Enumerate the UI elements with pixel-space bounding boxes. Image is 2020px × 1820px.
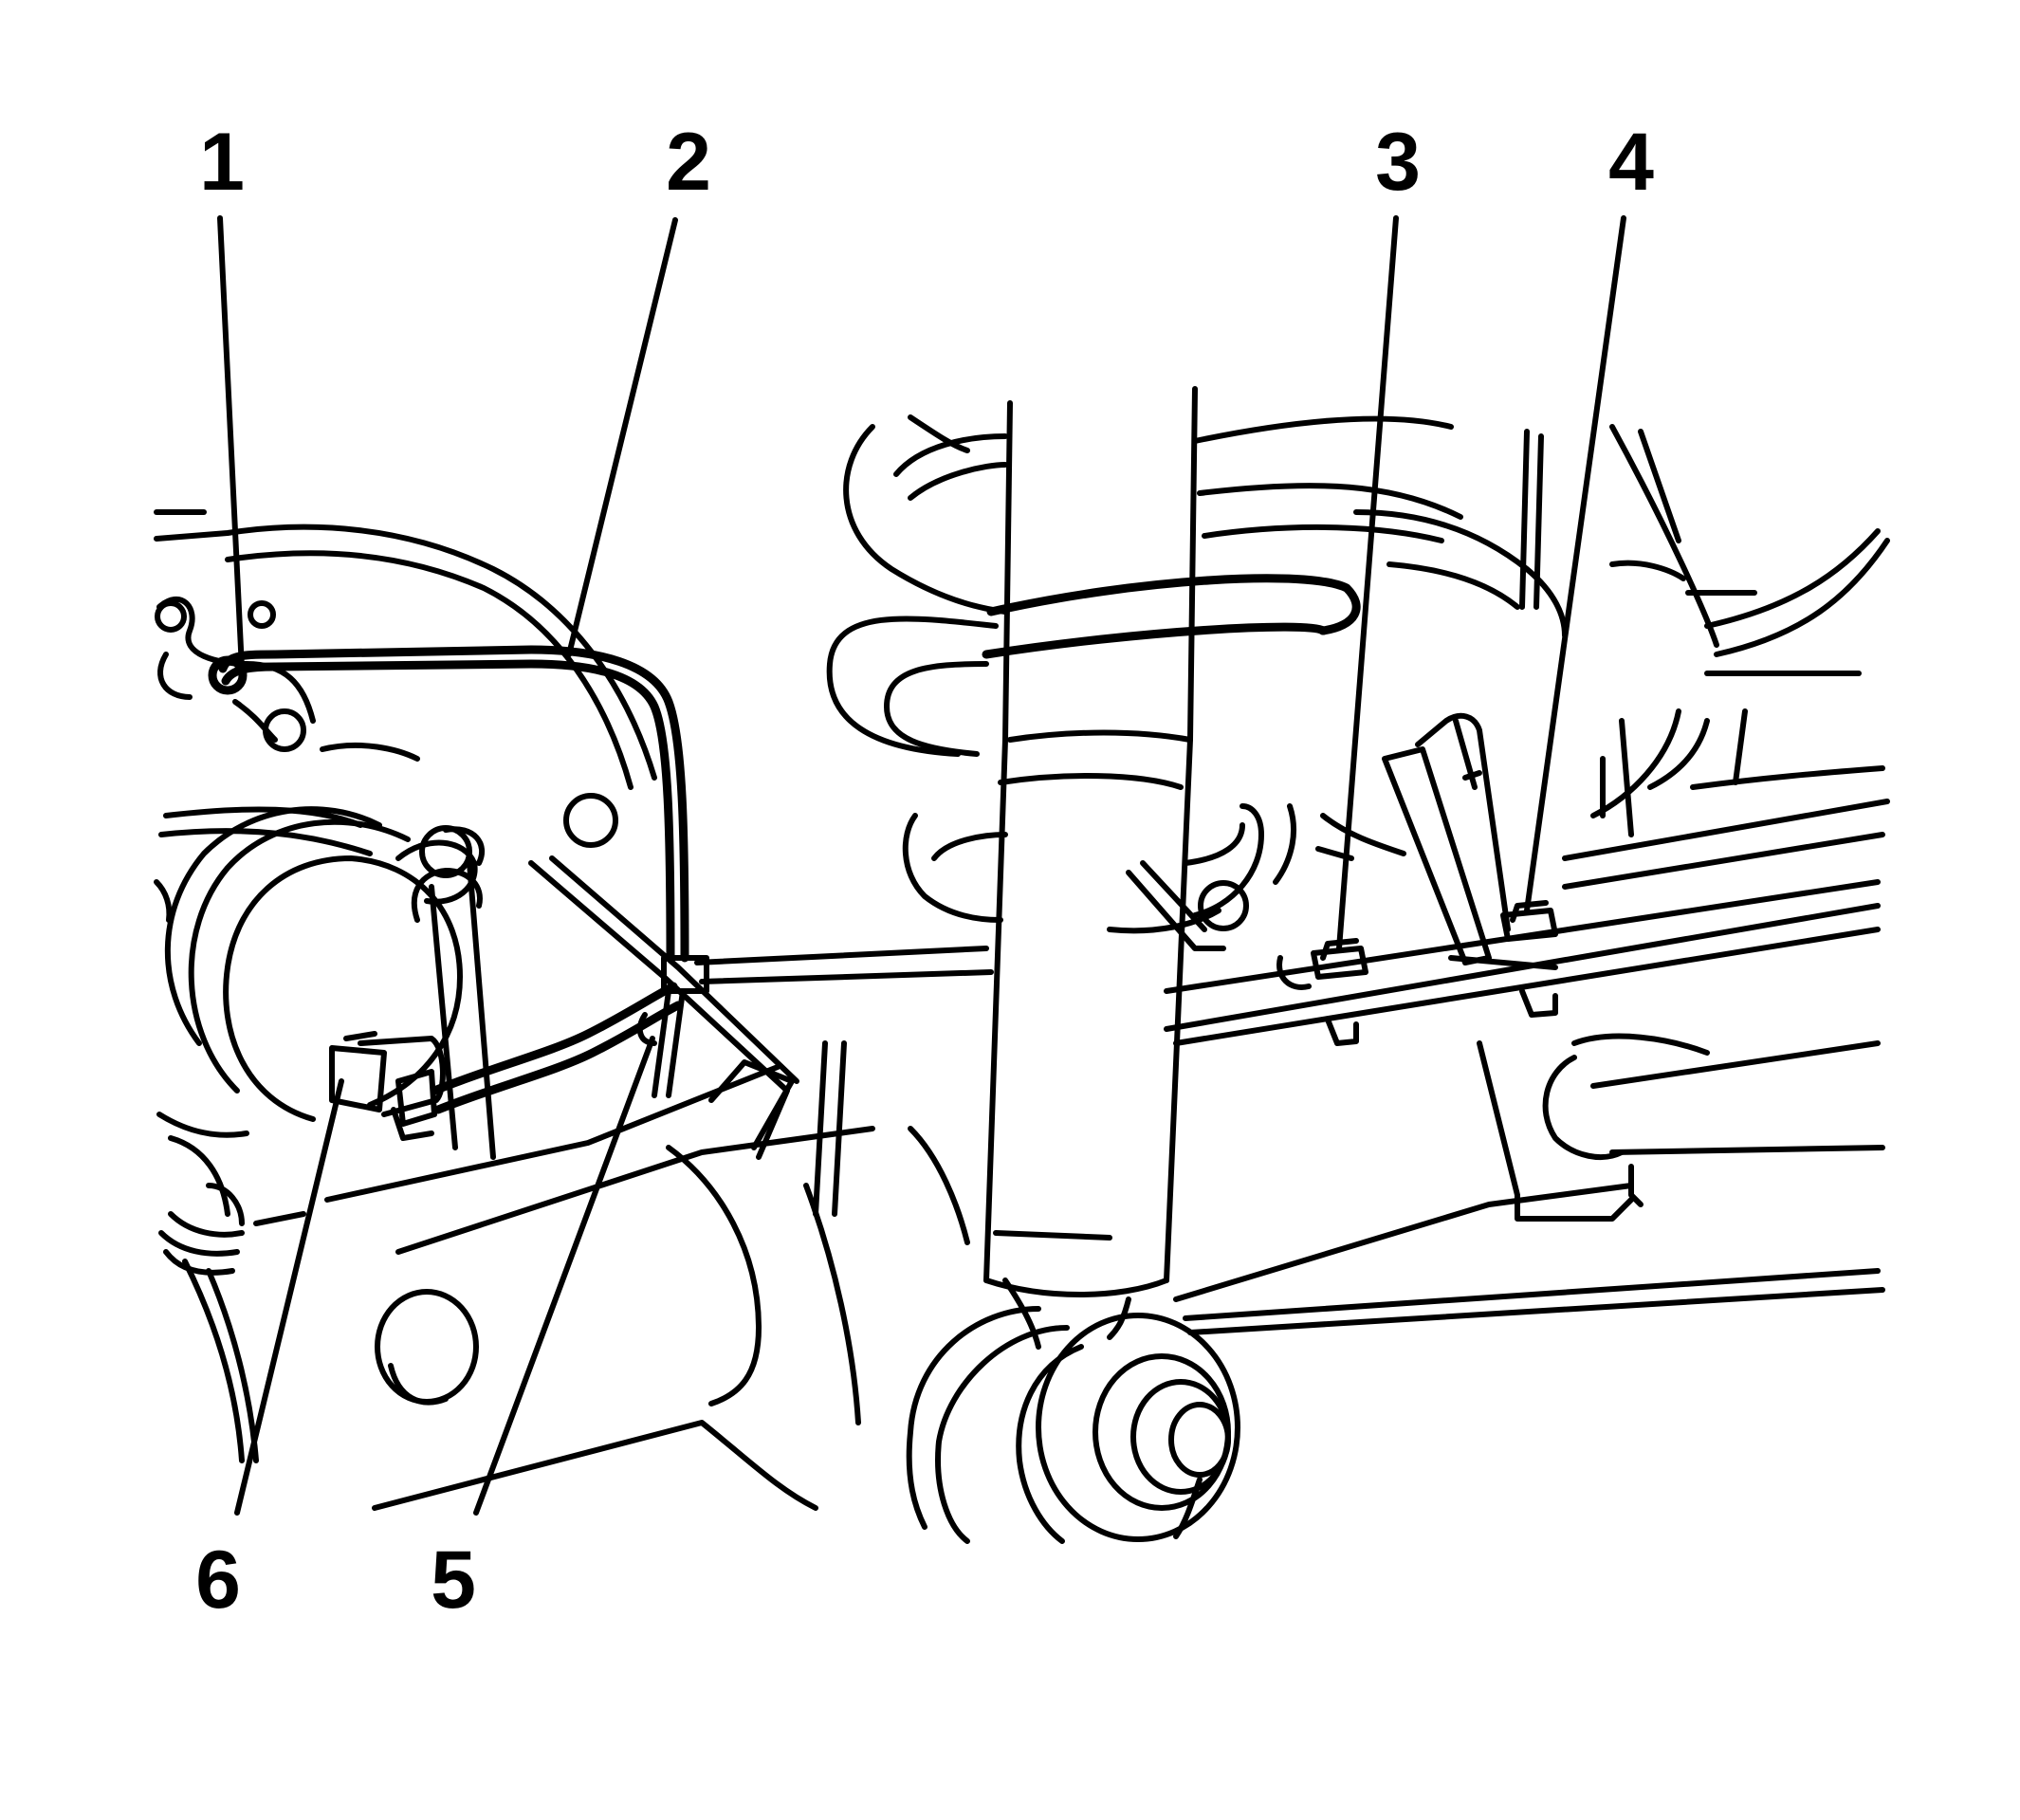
shock-absorber bbox=[983, 386, 1249, 1350]
bolt-4 bbox=[1500, 900, 1558, 1018]
callout-label-4: 4 bbox=[1608, 117, 1654, 208]
lower-shock-bushing bbox=[906, 1306, 1240, 1544]
leader-line-1 bbox=[217, 215, 245, 671]
axle-beam bbox=[324, 1040, 970, 1511]
abs-sensor-connector bbox=[329, 1031, 446, 1141]
callout-label-6: 6 bbox=[195, 1535, 241, 1626]
leader-line-5 bbox=[473, 1036, 655, 1516]
coil-spring bbox=[826, 414, 1361, 934]
brake-hose bbox=[208, 645, 689, 963]
callout-label-1: 1 bbox=[199, 117, 245, 208]
callout-label-2: 2 bbox=[666, 117, 711, 208]
callout-label-3: 3 bbox=[1375, 117, 1421, 208]
knuckle-stud bbox=[411, 825, 496, 1160]
brake-backing-plate bbox=[154, 509, 657, 905]
callout-leaders bbox=[217, 215, 1626, 1516]
leader-line-3 bbox=[1336, 215, 1399, 951]
mounting-bracket bbox=[1382, 712, 1558, 970]
callout-label-5: 5 bbox=[431, 1535, 476, 1626]
bolt-3 bbox=[1276, 938, 1368, 1046]
leader-line-6 bbox=[234, 1078, 344, 1516]
abs-sensor-wire bbox=[430, 855, 799, 1160]
axle-tube bbox=[694, 799, 1890, 1335]
leader-line-4 bbox=[1524, 215, 1626, 913]
leader-line-2 bbox=[566, 217, 678, 657]
callout-labels: 1 2 3 4 5 6 bbox=[195, 117, 1654, 1626]
body-frame bbox=[1192, 415, 1890, 885]
